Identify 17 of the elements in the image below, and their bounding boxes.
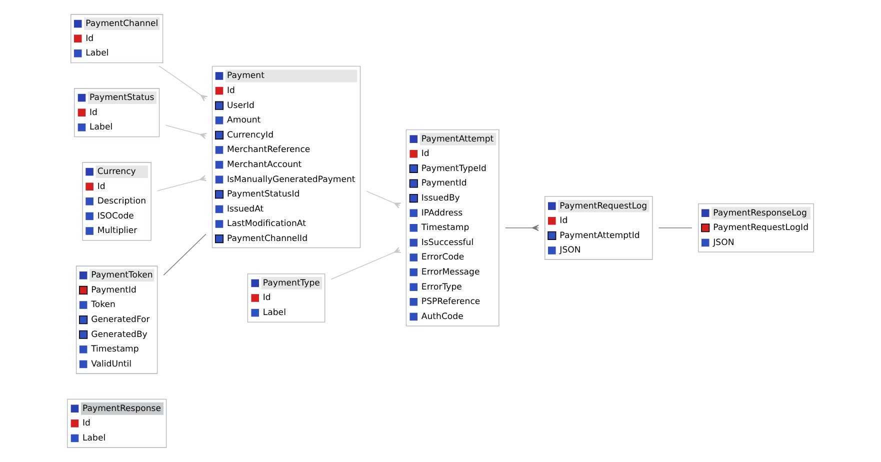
node-box: PaymentStatus Id Label bbox=[74, 88, 160, 138]
connector bbox=[504, 224, 539, 232]
connector bbox=[157, 174, 207, 192]
node-box: PaymentRequestLog Id PaymentAttemptId JSON bbox=[544, 196, 653, 260]
connector bbox=[330, 247, 402, 280]
node-box: PaymentToken PaymentId Token GeneratedFor GeneratedBy Timestamp ValidUntil bbox=[76, 266, 158, 374]
connector bbox=[165, 124, 208, 140]
connector bbox=[158, 66, 208, 102]
connector bbox=[366, 190, 402, 209]
node-box: PaymentAttempt Id PaymentTypeId PaymentId IssuedBy IPAddress Timestamp IsSuccessful ErrorCode ErrorMessage ErrorType PSPReference AuthCode bbox=[406, 129, 500, 326]
node-box: Currency Id Description ISOCode Multiplier bbox=[82, 162, 152, 241]
node-box: Payment Id UserId Amount CurrencyId MerchantReference MerchantAccount IsManuallyGeneratedPayment PaymentStatusId IssuedAt LastModificationAt PaymentChannelId bbox=[212, 66, 361, 248]
node-box: PaymentResponse Id Label bbox=[66, 398, 167, 448]
connector bbox=[163, 234, 206, 276]
node-box: PaymentResponseLog PaymentRequestLogId JSON bbox=[698, 203, 814, 252]
node-box: PaymentType Id Label bbox=[247, 273, 326, 323]
node-box: PaymentChannel Id Label bbox=[70, 14, 164, 64]
